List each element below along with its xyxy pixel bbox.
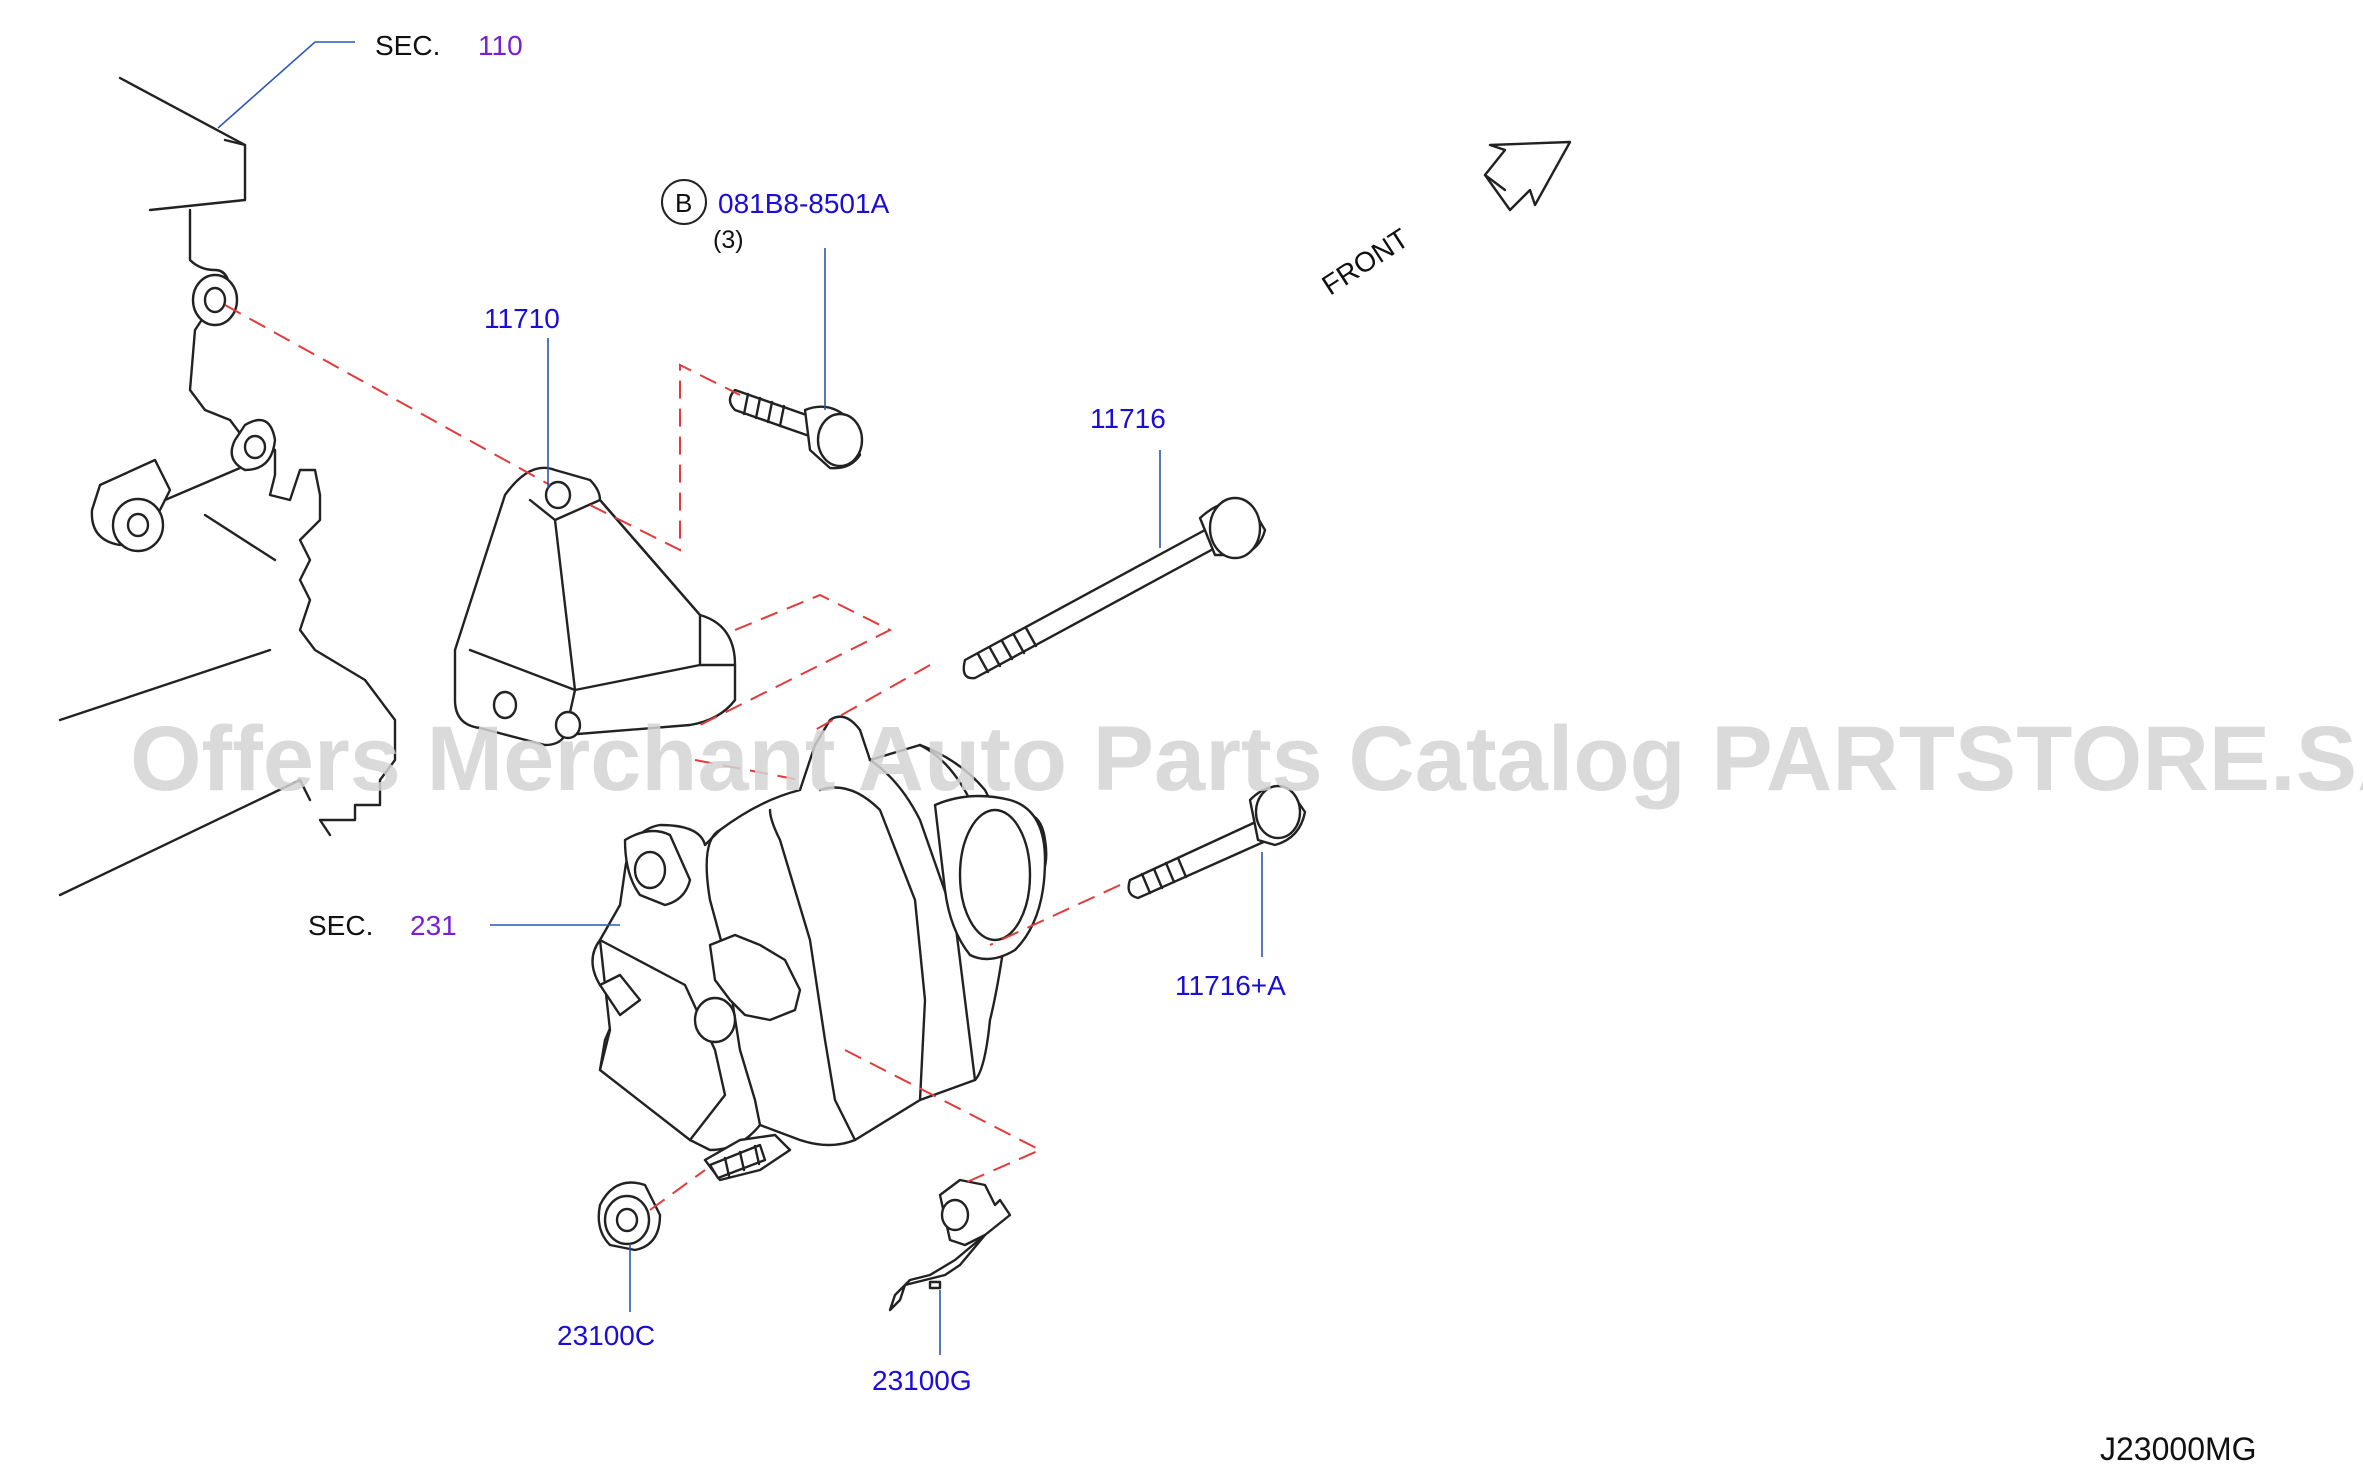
section-number[interactable]: 231 (410, 910, 457, 941)
callout-b-badge-circle (661, 179, 707, 225)
long-bolt-11716 (962, 496, 1267, 680)
callout-b-badge: B (675, 188, 692, 218)
callout-quantity: (3) (713, 226, 744, 254)
callout-11716-a[interactable]: 11716+A (1175, 970, 1286, 1001)
section-prefix: SEC. (375, 30, 440, 61)
alternator-assembly (591, 715, 1048, 1182)
callout-11716[interactable]: 11716 (1090, 403, 1166, 434)
front-label: FRONT (1316, 223, 1414, 302)
engine-block-outline (58, 76, 397, 897)
leader-lines (217, 41, 1263, 1355)
watermark: Offers Merchant Auto Parts Catalog PARTS… (130, 708, 2363, 810)
front-direction-arrow: FRONT (1316, 140, 1572, 302)
callout-081b8-8501a[interactable]: B 081B8-8501A (3) (661, 179, 890, 254)
nut-23100c (597, 1181, 662, 1252)
callout-23100c[interactable]: 23100C (557, 1320, 655, 1351)
section-number[interactable]: 110 (478, 30, 523, 61)
callout-23100g[interactable]: 23100G (872, 1365, 972, 1396)
flange-bolt-081b8 (728, 388, 864, 470)
alternator-bracket-11710 (453, 466, 737, 747)
section-prefix: SEC. (308, 910, 373, 941)
assembly-guide-lines (224, 304, 1121, 1211)
section-label-231[interactable]: SEC. 231 (308, 910, 457, 941)
clip-23100g (888, 1178, 1012, 1312)
callout-part-number[interactable]: 081B8-8501A (718, 188, 890, 219)
short-bolt-11716a (1127, 784, 1307, 900)
callout-11710[interactable]: 11710 (484, 303, 560, 334)
section-label-110[interactable]: SEC. 110 (375, 30, 523, 61)
diagram-code: J23000MG (2100, 1431, 2257, 1467)
